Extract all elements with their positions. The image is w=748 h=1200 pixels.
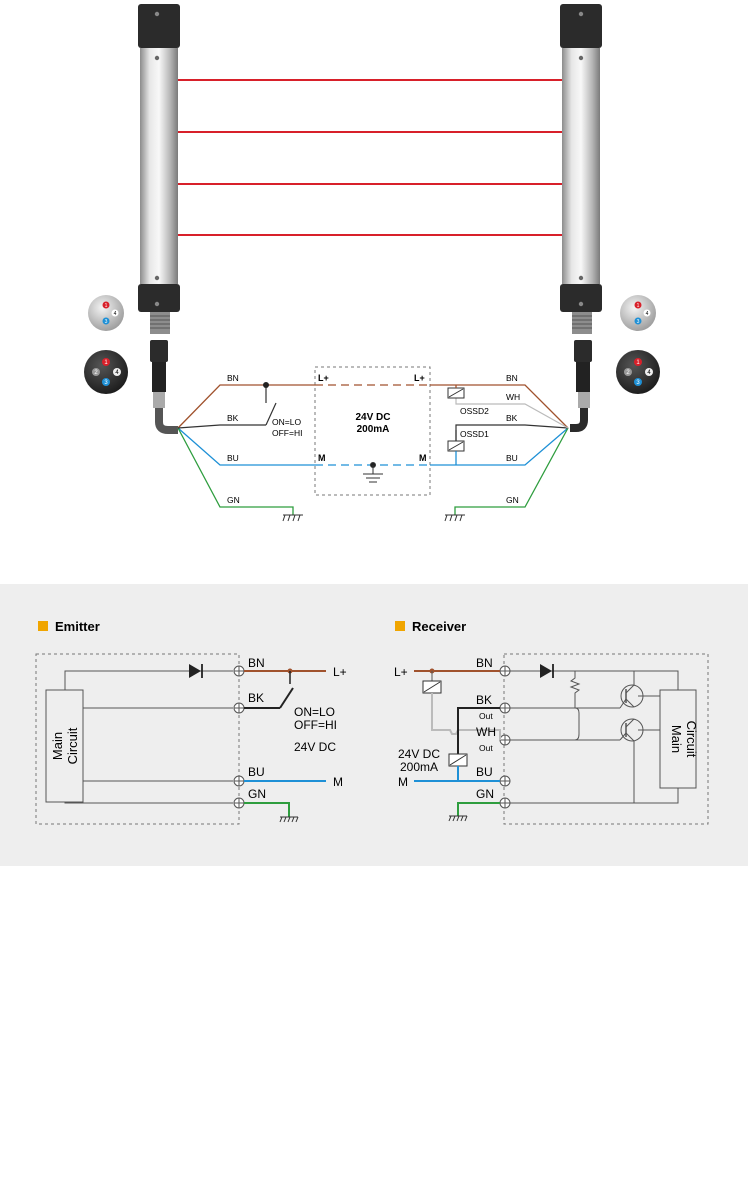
label-receiver-gn: GN — [506, 495, 519, 505]
svg-text:1: 1 — [636, 360, 640, 366]
label-emitter-bk: BK — [227, 413, 239, 423]
receiver-label-bk: BK — [476, 693, 492, 707]
receiver-label-supply-voltage: 24V DC — [398, 747, 440, 761]
svg-text:4: 4 — [647, 370, 651, 376]
receiver-label-wh: WH — [476, 725, 496, 739]
svg-text:3: 3 — [637, 319, 640, 325]
receiver-main-label-1: Main — [669, 725, 684, 753]
receiver-label-m: M — [398, 775, 408, 789]
ground-symbol-right — [444, 514, 465, 522]
m-left: M — [318, 453, 326, 463]
receiver-schematic: Main Circuit — [394, 653, 709, 825]
label-emitter-gn: GN — [227, 495, 240, 505]
emitter-label-bu: BU — [248, 765, 265, 779]
emitter-bar — [138, 4, 180, 334]
emitter-title-marker — [38, 621, 48, 631]
receiver-label-out2: Out — [479, 743, 493, 753]
emitter-pinout-bottom: 1 2 4 3 — [84, 350, 128, 394]
label-receiver-wh: WH — [506, 392, 520, 402]
light-beams — [178, 79, 562, 236]
svg-text:1: 1 — [104, 360, 108, 366]
receiver-title: Receiver — [412, 619, 466, 634]
svg-text:1: 1 — [105, 303, 108, 309]
receiver-output-wires — [455, 395, 569, 452]
brown-wire — [177, 384, 569, 429]
receiver-cable — [570, 340, 592, 432]
relay-ossd1 — [447, 430, 465, 465]
label-receiver-bn: BN — [506, 373, 518, 383]
label-switch-on: ON=LO — [272, 417, 301, 427]
emitter-label-supply: 24V DC — [294, 740, 336, 754]
receiver-label-bu: BU — [476, 765, 493, 779]
svg-text:4: 4 — [646, 311, 649, 317]
ground-symbol-left — [282, 514, 303, 522]
emitter-pinout-top: 1 4 3 — [88, 295, 124, 331]
label-ossd2: OSSD2 — [460, 406, 489, 416]
receiver-label-gn: GN — [476, 787, 494, 801]
receiver-pinout-top: 1 4 3 — [620, 295, 656, 331]
switch-junction — [263, 382, 269, 388]
emitter-label-bn: BN — [248, 656, 265, 670]
receiver-label-bn: BN — [476, 656, 493, 670]
label-ossd1: OSSD1 — [460, 429, 489, 439]
receiver-label-supply-current: 200mA — [400, 760, 438, 774]
receiver-bar — [560, 4, 602, 334]
relay-ossd2 — [447, 385, 465, 399]
emitter-main-label-2: Circuit — [65, 727, 80, 764]
emitter-title: Emitter — [55, 619, 100, 634]
svg-text:4: 4 — [115, 370, 119, 376]
receiver-pinout-bottom: 1 2 4 3 — [616, 350, 660, 394]
svg-text:4: 4 — [114, 311, 117, 317]
ground-symbol-supply — [363, 462, 383, 483]
receiver-label-lplus: L+ — [394, 665, 408, 679]
emitter-label-switch-off: OFF=HI — [294, 718, 337, 732]
green-wire — [177, 427, 569, 515]
emitter-cable — [150, 340, 178, 434]
emitter-label-m: M — [333, 775, 343, 789]
schematic-diagrams: Emitter Receiver Main Circuit — [35, 619, 709, 825]
svg-text:3: 3 — [105, 319, 108, 325]
receiver-main-label-2: Circuit — [684, 721, 699, 758]
svg-text:2: 2 — [94, 370, 98, 376]
svg-text:2: 2 — [626, 370, 630, 376]
receiver-title-marker — [395, 621, 405, 631]
svg-text:1: 1 — [637, 303, 640, 309]
label-switch-off: OFF=HI — [272, 428, 302, 438]
supply-current: 200mA — [357, 424, 390, 435]
power-supply-box — [314, 366, 431, 496]
label-emitter-bn: BN — [227, 373, 239, 383]
emitter-schematic: Main Circuit BN BK BU — [35, 653, 347, 825]
receiver-label-out1: Out — [479, 711, 493, 721]
m-right: M — [419, 453, 427, 463]
lplus-right: L+ — [414, 373, 425, 383]
emitter-label-bk: BK — [248, 691, 264, 705]
emitter-label-switch-on: ON=LO — [294, 705, 335, 719]
supply-voltage: 24V DC — [355, 412, 390, 423]
svg-text:3: 3 — [636, 380, 640, 386]
emitter-main-label-1: Main — [50, 732, 65, 760]
label-receiver-bk: BK — [506, 413, 518, 423]
label-emitter-bu: BU — [227, 453, 239, 463]
emitter-label-lplus: L+ — [333, 665, 347, 679]
lplus-left: L+ — [318, 373, 329, 383]
emitter-label-gn: GN — [248, 787, 266, 801]
wiring-diagram: 1 4 3 1 2 4 3 1 4 3 1 2 4 3 24V DC 200mA… — [84, 4, 660, 522]
svg-text:3: 3 — [104, 380, 108, 386]
schematic-panel — [0, 584, 748, 866]
label-receiver-bu: BU — [506, 453, 518, 463]
